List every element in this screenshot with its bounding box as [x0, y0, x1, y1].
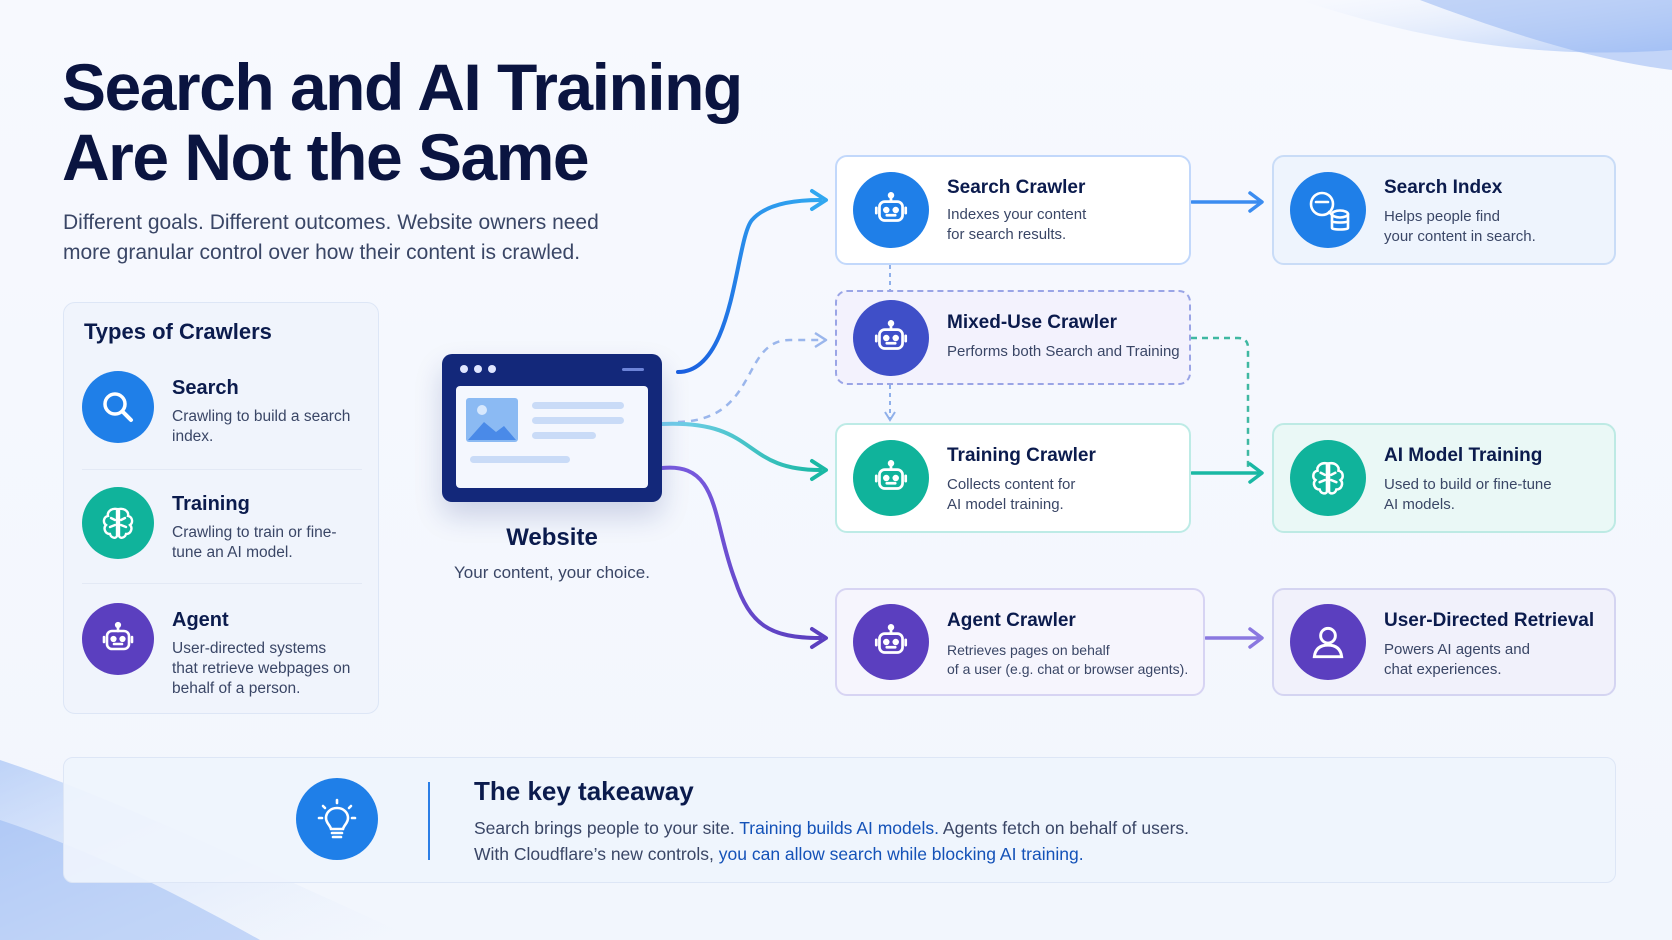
- user-icon: [1290, 604, 1366, 680]
- mixed-use-crawler-box: Mixed-Use Crawler Performs both Search a…: [835, 290, 1191, 385]
- box-desc-1: Retrieves pages on behalf: [947, 642, 1110, 658]
- type-desc: Crawling to build a search index.: [172, 408, 351, 445]
- robot-icon: [853, 440, 929, 516]
- arrow-website-to-search: [676, 198, 822, 374]
- lightbulb-icon: [296, 778, 378, 860]
- box-desc-2: chat experiences.: [1384, 661, 1502, 678]
- image-placeholder-icon: [466, 398, 624, 463]
- box-desc-1: Performs both Search and Training: [947, 343, 1180, 360]
- box-desc-1: Powers AI agents and: [1384, 641, 1530, 658]
- arrow-website-to-agent: [660, 465, 822, 640]
- key-takeaway-panel: The key takeaway Search brings people to…: [63, 757, 1616, 883]
- training-crawler-box: Training Crawler Collects content for AI…: [835, 423, 1191, 533]
- takeaway-line-2: With Cloudflare’s new controls, you can …: [474, 844, 1084, 864]
- type-desc: User-directed systems that retrieve webp…: [172, 640, 351, 697]
- robot-icon: [82, 603, 154, 675]
- takeaway-line-1: Search brings people to your site. Train…: [474, 818, 1190, 838]
- type-desc: Crawling to train or fine-tune an AI mod…: [172, 524, 337, 561]
- window-dots: [460, 365, 496, 373]
- box-desc-2: AI models.: [1384, 496, 1455, 513]
- brain-icon: [82, 487, 154, 559]
- title-line-2: Are Not the Same: [62, 120, 590, 194]
- subtitle-line-1: Different goals. Different outcomes. Web…: [63, 211, 599, 234]
- divider: [428, 782, 430, 860]
- box-title: Search Index: [1384, 177, 1503, 198]
- type-item-agent: Agent User-directed systems that retriev…: [82, 603, 366, 703]
- brain-icon: [1290, 440, 1366, 516]
- box-desc-2: your content in search.: [1384, 228, 1536, 245]
- robot-icon: [853, 172, 929, 248]
- box-title: User-Directed Retrieval: [1384, 610, 1595, 631]
- box-title: Mixed-Use Crawler: [947, 312, 1118, 333]
- box-desc-1: Indexes your content: [947, 206, 1087, 223]
- agent-crawler-box: Agent Crawler Retrieves pages on behalf …: [835, 588, 1205, 696]
- divider: [82, 583, 362, 584]
- page-title: Search and AI Training Are Not the Same: [62, 50, 743, 194]
- box-desc-2: for search results.: [947, 226, 1067, 243]
- arrow-website-to-mixed: [677, 338, 820, 424]
- box-title: Training Crawler: [947, 445, 1096, 466]
- robot-icon: [853, 299, 929, 376]
- divider: [82, 469, 362, 470]
- page-subtitle: Different goals. Different outcomes. Web…: [63, 208, 663, 268]
- website-browser-illustration: [442, 354, 662, 502]
- type-name: Training: [172, 493, 250, 515]
- robot-icon: [853, 604, 929, 680]
- box-desc-2: of a user (e.g. chat or browser agents).: [947, 661, 1189, 677]
- search-crawler-box: Search Crawler Indexes your content for …: [835, 155, 1191, 265]
- type-item-training: Training Crawling to train or fine-tune …: [82, 487, 366, 587]
- title-line-1: Search and AI Training: [62, 50, 743, 124]
- box-desc-2: AI model training.: [947, 496, 1064, 513]
- search-index-box: Search Index Helps people find your cont…: [1272, 155, 1616, 265]
- website-sub: Your content, your choice.: [454, 563, 650, 582]
- search-icon: [82, 371, 154, 443]
- box-desc-1: Used to build or fine-tune: [1384, 476, 1552, 493]
- box-title: Agent Crawler: [947, 610, 1076, 631]
- type-name: Search: [172, 377, 239, 399]
- subtitle-line-2: more granular control over how their con…: [63, 241, 581, 264]
- database-search-icon: [1290, 172, 1366, 248]
- user-directed-retrieval-box: User-Directed Retrieval Powers AI agents…: [1272, 588, 1616, 696]
- types-of-crawlers-panel: Types of Crawlers Search Crawling to bui…: [63, 302, 379, 714]
- arrow-website-to-training: [660, 421, 822, 472]
- type-name: Agent: [172, 609, 229, 631]
- type-item-search: Search Crawling to build a search index.: [82, 371, 366, 471]
- arrow-mixed-to-model: [1191, 336, 1250, 470]
- box-desc-1: Collects content for: [947, 476, 1076, 493]
- box-desc-1: Helps people find: [1384, 208, 1500, 225]
- types-heading: Types of Crawlers: [84, 319, 272, 344]
- website-label: Website: [506, 524, 598, 551]
- ai-model-training-box: AI Model Training Used to build or fine-…: [1272, 423, 1616, 533]
- takeaway-title: The key takeaway: [474, 776, 694, 806]
- box-title: AI Model Training: [1384, 445, 1543, 466]
- box-title: Search Crawler: [947, 177, 1086, 198]
